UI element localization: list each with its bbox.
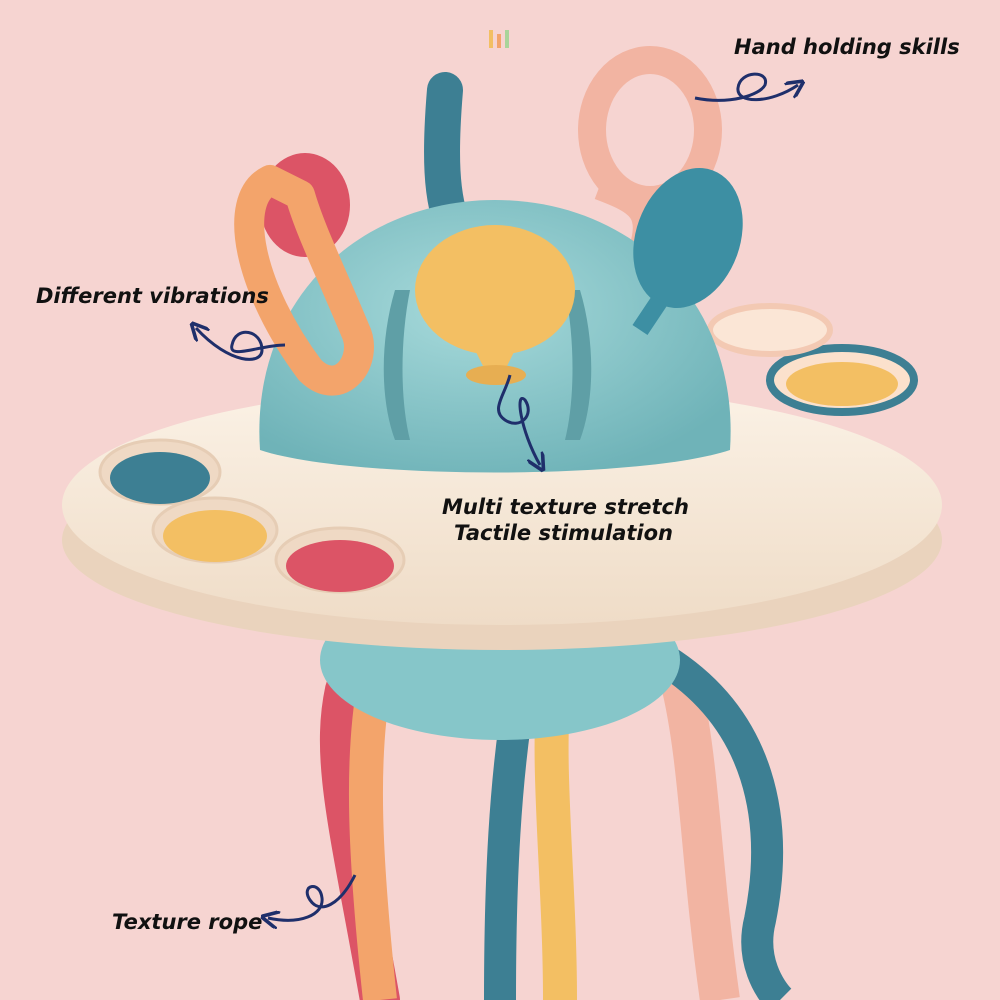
teal-paddle <box>632 168 743 335</box>
disc-holes <box>98 303 918 594</box>
brand-logo <box>489 30 509 48</box>
callout-tactile-line2: Tactile stimulation <box>454 521 673 546</box>
yellow-stopper <box>415 225 575 385</box>
callout-texture-rope: Texture rope <box>112 910 263 934</box>
callout-multi-texture: Multi texture stretch Tactile stimulatio… <box>442 494 689 547</box>
callout-multi-texture-line1: Multi texture stretch <box>442 495 689 519</box>
orange-loop-handle <box>234 165 374 396</box>
dome-slots <box>383 290 592 440</box>
callout-different-vibrations: Different vibrations <box>36 284 269 308</box>
callout-hand-holding: Hand holding skills <box>734 35 960 59</box>
callout-arrows <box>196 72 798 920</box>
